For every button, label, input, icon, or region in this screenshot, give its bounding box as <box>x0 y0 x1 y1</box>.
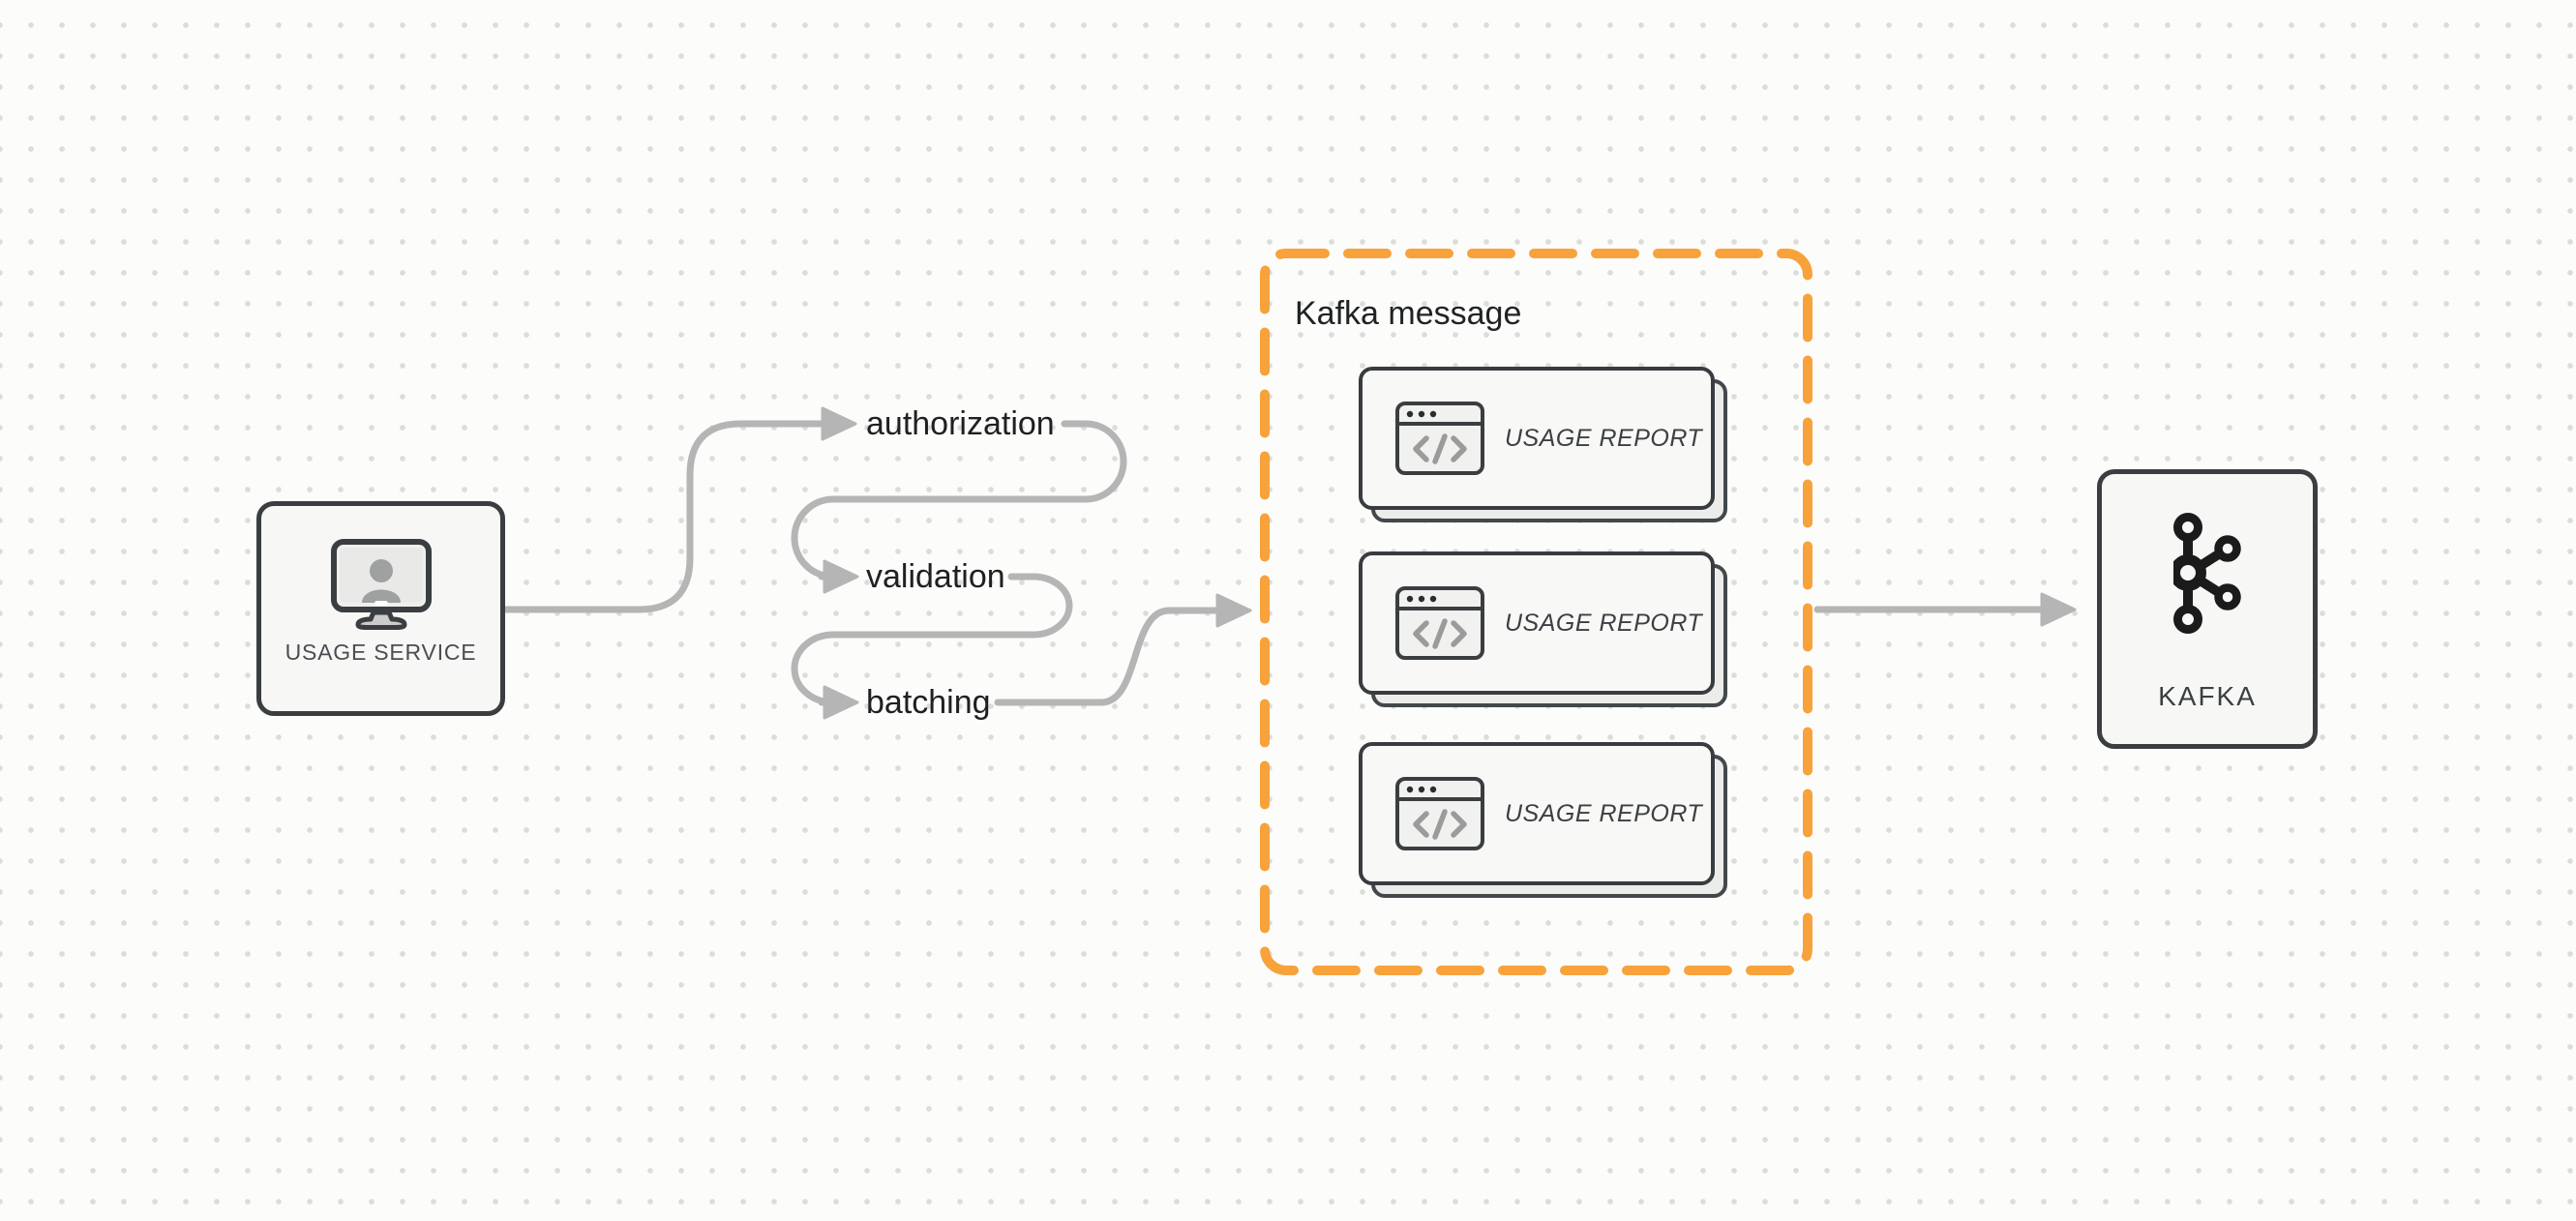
usage-report-card: USAGE REPORT <box>1359 551 1727 707</box>
kafka-message-group-border <box>1260 249 1812 975</box>
usage-report-label: USAGE REPORT <box>1505 424 1703 452</box>
step-validation: validation <box>866 558 1005 595</box>
step-authorization: authorization <box>866 405 1055 442</box>
arrowhead-batching <box>823 685 859 720</box>
arrow-validation-to-batching <box>791 573 1073 706</box>
usage-service-label: USAGE SERVICE <box>285 640 477 665</box>
arrowhead-kafka-message <box>1215 593 1252 628</box>
monitor-user-icon <box>330 539 432 630</box>
arrow-batching-to-kafka-message <box>994 607 1219 706</box>
kafka-message-title: Kafka message <box>1295 295 1522 332</box>
usage-report-card: USAGE REPORT <box>1359 742 1727 898</box>
arrow-usage-to-authorization <box>501 420 824 613</box>
code-window-icon <box>1395 402 1484 475</box>
usage-report-card-face: USAGE REPORT <box>1359 367 1715 510</box>
usage-report-card-face: USAGE REPORT <box>1359 551 1715 695</box>
usage-report-card: USAGE REPORT <box>1359 367 1727 522</box>
arrowhead-authorization <box>821 406 857 441</box>
code-window-icon <box>1395 777 1484 850</box>
kafka-node: KAFKA <box>2097 469 2318 749</box>
usage-report-card-face: USAGE REPORT <box>1359 742 1715 885</box>
step-batching: batching <box>866 684 991 721</box>
arrow-authorization-to-validation <box>791 420 1127 581</box>
usage-service-node: USAGE SERVICE <box>256 501 505 716</box>
kafka-label: KAFKA <box>2158 681 2257 711</box>
user-silhouette <box>361 559 401 603</box>
code-window-icon <box>1395 586 1484 660</box>
usage-report-label: USAGE REPORT <box>1505 799 1703 827</box>
arrowhead-validation <box>823 559 859 594</box>
arrowhead-kafka <box>2040 592 2077 627</box>
usage-report-label: USAGE REPORT <box>1505 609 1703 637</box>
kafka-logo-icon <box>2173 513 2241 634</box>
